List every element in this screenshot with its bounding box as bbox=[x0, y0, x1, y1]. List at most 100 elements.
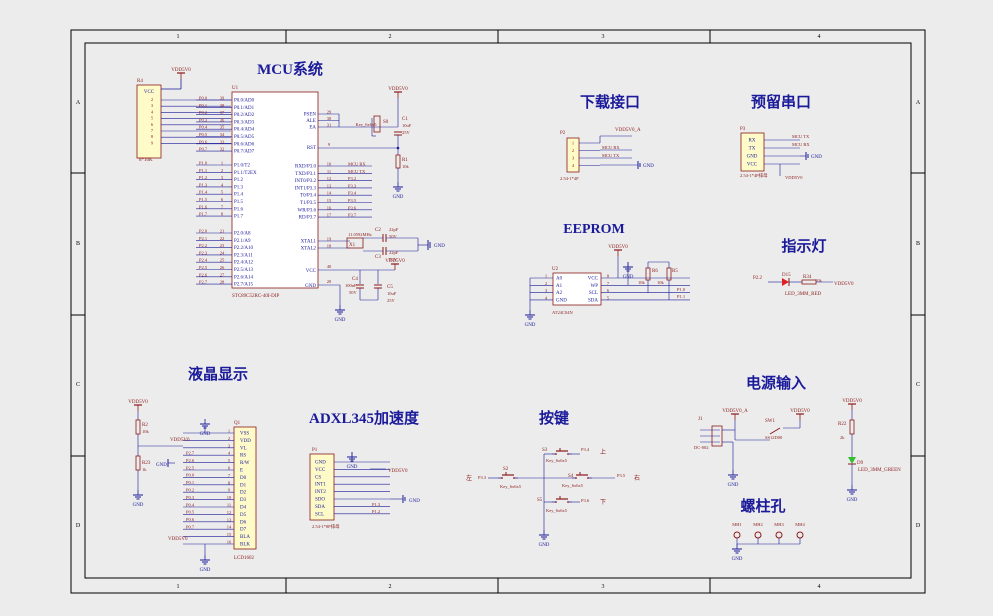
mcu-pin-name: INT0/P3.2 bbox=[295, 179, 317, 184]
frame-row-label: B bbox=[76, 241, 80, 247]
u2-pin-number: 3 bbox=[545, 288, 548, 293]
mounting-hole-label: MH1 bbox=[732, 522, 742, 527]
u2-pin-number: 1 bbox=[545, 274, 547, 279]
lcd-net: P2.5 bbox=[186, 465, 195, 470]
frame-row-label: C bbox=[76, 382, 80, 388]
lcd-pin-number: 6 bbox=[228, 466, 231, 471]
mcu-pin-gnd: GND bbox=[305, 284, 316, 289]
mcu-pin-name: P2.2/A10 bbox=[234, 246, 254, 251]
reset-resistor bbox=[395, 154, 401, 169]
mcu-pin-name: P0.4/AD4 bbox=[234, 128, 255, 133]
adxl-pin-name: CS bbox=[315, 475, 321, 480]
crystal-gnd-label: GND bbox=[434, 244, 445, 249]
key-net: P3.5 bbox=[617, 473, 626, 478]
r4-pin-number: 8 bbox=[151, 134, 154, 139]
p3-ref: P3 bbox=[740, 127, 746, 132]
power-out: VDD5V0 bbox=[790, 409, 810, 414]
mcu-pin-name: P1.6 bbox=[234, 207, 244, 212]
lcd-pin-number: 9 bbox=[228, 488, 231, 493]
key-label-up: 上 bbox=[600, 448, 606, 456]
p3-part: 2.54-1*4P排母 bbox=[740, 172, 768, 179]
reset-res-ref: R1 bbox=[402, 158, 408, 163]
mcu-pin-number: 6 bbox=[221, 197, 224, 202]
key-label-left: 左 bbox=[466, 474, 472, 482]
indicator-r34 bbox=[801, 279, 817, 285]
power-sw-ref: SW1 bbox=[765, 419, 776, 424]
green-res-ref: R22 bbox=[838, 422, 847, 427]
lcd-pin-name: D3 bbox=[240, 498, 247, 503]
lcd-net: P0.7 bbox=[186, 525, 195, 530]
indicator-supply: VDD5V0 bbox=[834, 282, 854, 287]
lcd-net: P2.6 bbox=[186, 458, 195, 463]
mcu-pin-number: 40 bbox=[327, 264, 332, 269]
mcu-net-label: P0.6 bbox=[199, 139, 208, 144]
lcd-pin-number: 16 bbox=[227, 540, 232, 545]
mcu-pin-number: 30 bbox=[327, 116, 332, 121]
mcu-net-label: P0.5 bbox=[199, 132, 208, 137]
r6-ref: R6 bbox=[652, 269, 658, 274]
crystal-c2-v: 50V bbox=[389, 234, 398, 239]
lcd-pin-number: 14 bbox=[227, 525, 232, 530]
lcd-pin-number: 2 bbox=[228, 436, 230, 441]
p3-pin: VCC bbox=[747, 163, 758, 168]
r6-val: 10k bbox=[638, 280, 646, 285]
power-dc-jack bbox=[711, 425, 723, 447]
lcd-pin-number: 15 bbox=[227, 532, 232, 537]
mcu-net-label: P0.0 bbox=[199, 96, 208, 101]
key-net: P3.6 bbox=[581, 498, 590, 503]
mounting-hole-label: MH4 bbox=[795, 522, 805, 527]
mcu-pin-vcc: VCC bbox=[306, 269, 317, 274]
r4-pin-number: 3 bbox=[151, 103, 154, 108]
mcu-net-label: P3.5 bbox=[348, 198, 357, 203]
crystal-freq: 11.0592MHz bbox=[348, 232, 372, 237]
mcu-net-label: P1.4 bbox=[199, 190, 208, 195]
mcu-net-label: P1.5 bbox=[199, 197, 208, 202]
mcu-pin-name: INT1/P3.3 bbox=[295, 186, 317, 191]
frame-row-label: A bbox=[76, 100, 81, 106]
crystal-x1 bbox=[346, 237, 364, 249]
green-diode: D9 bbox=[857, 461, 864, 466]
lcd-pin-number: 5 bbox=[228, 458, 231, 463]
r4-pin-number: 5 bbox=[151, 116, 154, 121]
r4-supply: VDD5V0 bbox=[171, 68, 191, 73]
lcd-ref: Q1 bbox=[234, 421, 241, 426]
u2-pin-name: WP bbox=[591, 284, 599, 289]
mcu-net-label: P2.2 bbox=[199, 243, 207, 248]
section-title-indicator: 指示灯 bbox=[781, 237, 826, 255]
key-part: Key_6x6x5 bbox=[546, 458, 568, 463]
key-part: Key_6x6x5 bbox=[546, 508, 568, 513]
c5-ref: C5 bbox=[387, 285, 393, 290]
lcd-gnd-mid: GND bbox=[156, 463, 167, 468]
mcu-pin-number: 8 bbox=[221, 212, 224, 217]
mcu-pin-name: P2.4/A12 bbox=[234, 261, 254, 266]
frame-col-label: 1 bbox=[177, 584, 180, 590]
key-part: Key_6x6x5 bbox=[562, 483, 584, 488]
frame-row-label: B bbox=[916, 241, 920, 247]
u2-supply: VDD5V0 bbox=[608, 245, 628, 250]
crystal-c3-v: 50V bbox=[389, 257, 398, 262]
power-in: VDD5V0_A bbox=[722, 409, 748, 414]
lcd-q1 bbox=[233, 426, 257, 550]
mcu-pin-number: 20 bbox=[327, 279, 332, 284]
u2-pin-name: GND bbox=[556, 298, 567, 303]
adxl-pin-name: SDA bbox=[315, 505, 325, 510]
frame-col-label: 3 bbox=[602, 584, 605, 590]
lcd-net: P0.2 bbox=[186, 488, 194, 493]
p3-net: MCU TX bbox=[792, 134, 810, 139]
reset-button-part: Key_6x6x5 bbox=[356, 122, 378, 127]
crystal-c3-val: 22pF bbox=[389, 250, 399, 255]
lcd-pin-name: RS bbox=[240, 454, 246, 459]
key-part: Key_6x6x5 bbox=[500, 484, 522, 489]
u2-net: P1.1 bbox=[677, 294, 685, 299]
lcd-pin-name: VL bbox=[240, 446, 247, 451]
p3-net: MCU RX bbox=[792, 142, 810, 147]
lcd-net: P2.7 bbox=[186, 451, 195, 456]
frame-col-label: 4 bbox=[818, 584, 821, 590]
power-gnd: GND bbox=[728, 483, 739, 488]
button-contact bbox=[567, 453, 569, 455]
mcu-pin-name: P0.5/AD5 bbox=[234, 135, 255, 140]
mcu-part: STC89C52RC-40I-DIP bbox=[232, 294, 279, 299]
green-gnd: GND bbox=[847, 498, 858, 503]
u2-pin-name: A1 bbox=[556, 284, 563, 289]
mcu-pin-name: P1.1/T2EX bbox=[234, 171, 257, 176]
